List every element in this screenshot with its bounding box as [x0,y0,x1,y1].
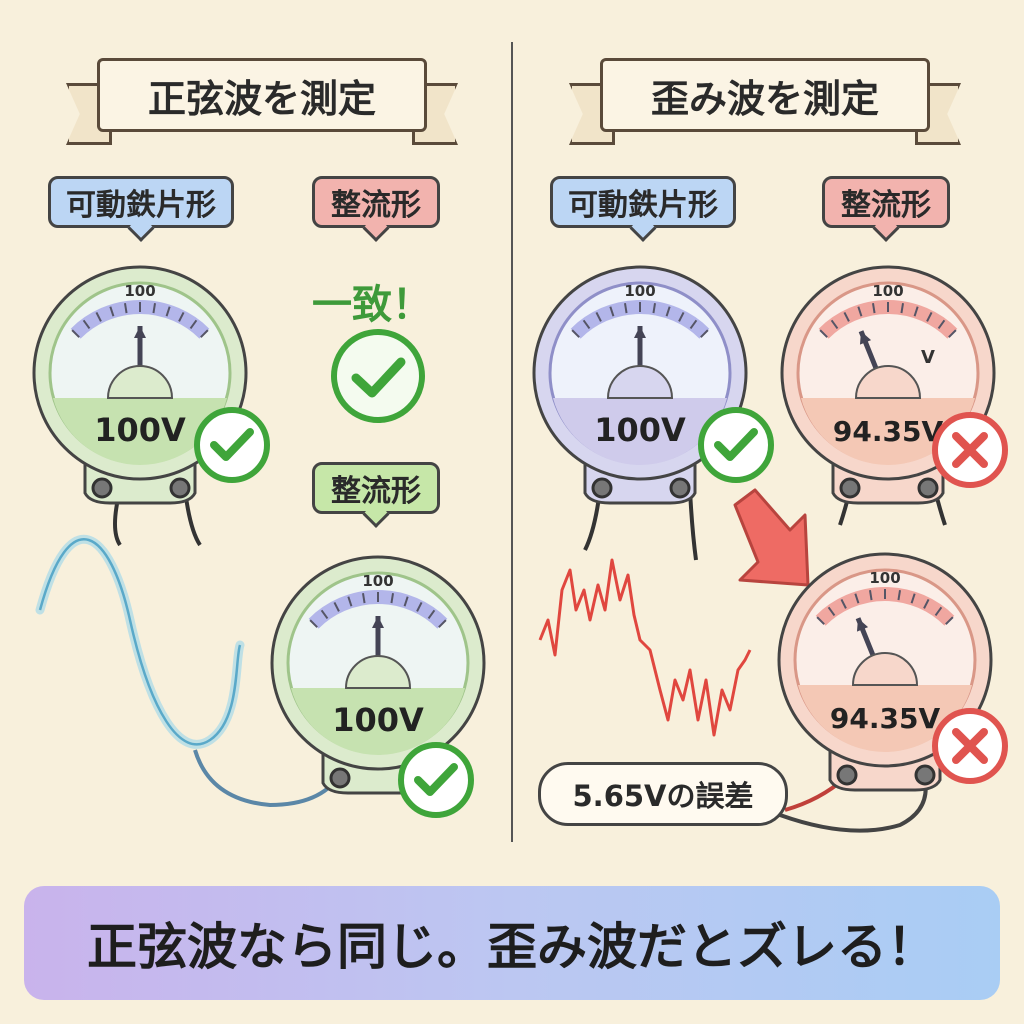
unit-mark: V [921,347,935,368]
right-rectifier-label: 整流形 [822,176,950,228]
terminal-icon [591,477,613,499]
scale-label: 100 [362,572,393,590]
left-rectifier-label-2: 整流形 [312,462,440,514]
terminal-icon [917,477,939,499]
meter-right-0: 100 100V [532,265,748,505]
match-text: 一致！ [312,282,432,328]
down-arrow-icon [733,488,810,587]
terminal-icon [914,764,936,786]
check-icon [194,407,270,483]
scale-label: 100 [124,282,155,300]
meter-value: 100V [94,411,186,449]
terminal-icon [91,477,113,499]
terminal-icon [669,477,691,499]
meter-value: 94.35V [833,415,944,448]
match-check-icon [331,329,425,423]
terminal-icon [836,764,858,786]
distorted-wave [538,558,752,737]
left-rectifier-label: 整流形 [312,176,440,228]
cross-icon [932,708,1008,784]
meter-value: 100V [594,411,686,449]
cross-icon [932,412,1008,488]
terminal-icon [169,477,191,499]
meter-left-0: 100 100V [32,265,248,505]
terminal-icon [839,477,861,499]
left-lead-wire [193,749,342,808]
sine-wave [35,534,245,749]
right-title-banner: 歪み波を測定 [600,58,930,132]
error-note-bubble: 5.65Vの誤差 [538,762,788,826]
check-icon [698,407,774,483]
terminal-icon [329,767,351,789]
error-lead-wire [779,779,928,833]
scale-label: 100 [624,282,655,300]
right-moving-iron-label: 可動鉄片形 [550,176,736,228]
check-icon [398,742,474,818]
meter-value: 94.35V [830,702,941,735]
meter-right-2: 100 94.35V [777,552,993,792]
divider [511,42,513,842]
scale-label: 100 [869,569,900,587]
right-wire [583,489,947,561]
scale-label: 100 [872,282,903,300]
left-moving-iron-label: 可動鉄片形 [48,176,234,228]
footer-banner: 正弦波なら同じ。歪み波だとズレる！ [24,886,1000,1000]
left-title-banner: 正弦波を測定 [97,58,427,132]
meter-value: 100V [332,701,424,739]
